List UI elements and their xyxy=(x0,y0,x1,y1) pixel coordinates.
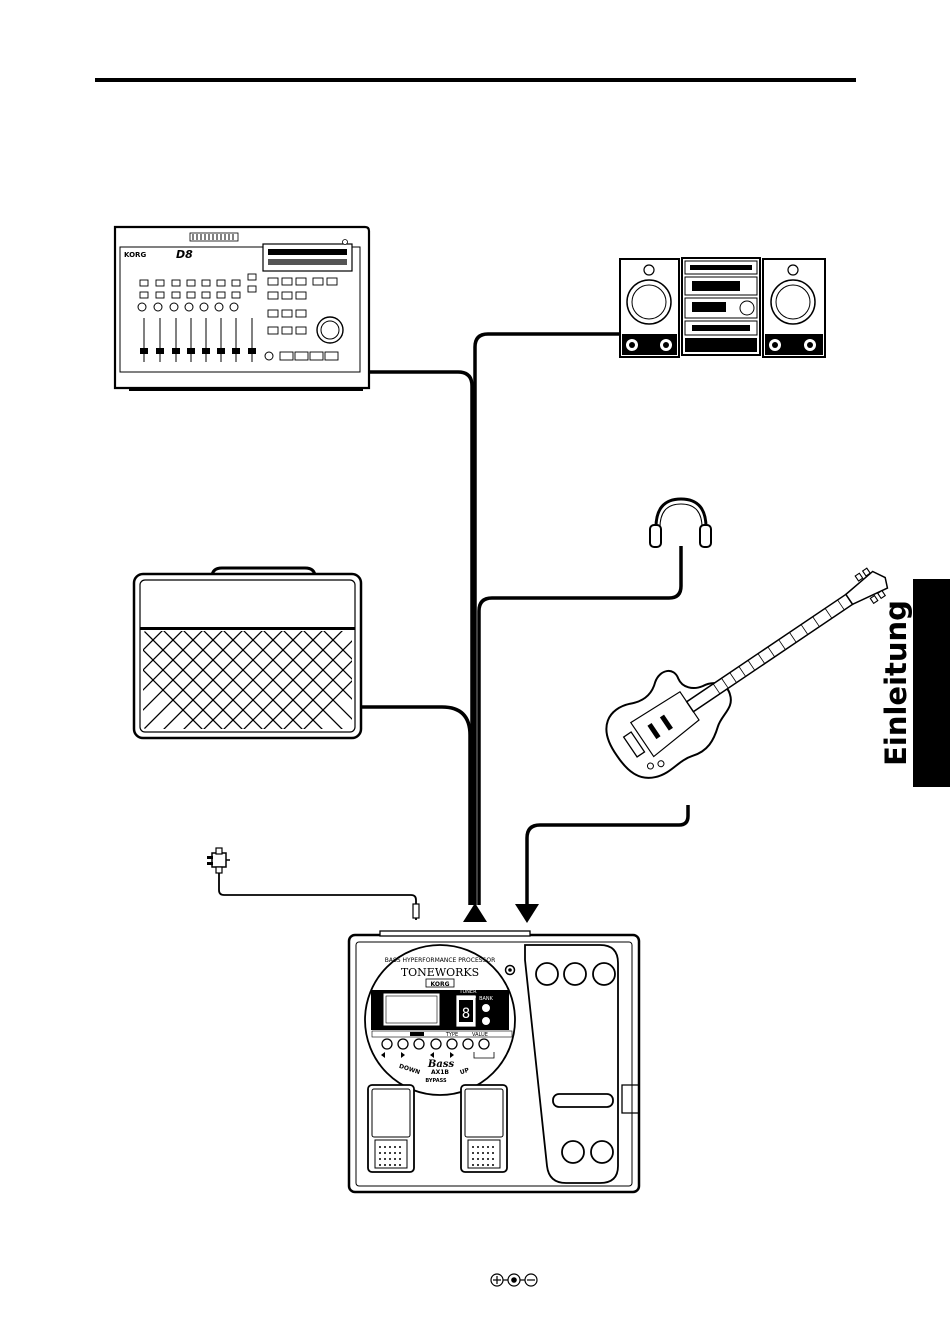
cable-amp xyxy=(360,707,470,905)
adapter-cable xyxy=(219,872,416,920)
processor-tuner-label: TUNER xyxy=(458,989,477,995)
processor-bank-label: BANK xyxy=(479,996,494,1002)
recorder-brand: KORG xyxy=(124,251,146,259)
output-arrow-icon xyxy=(463,903,487,922)
up-footswitch xyxy=(461,1085,507,1172)
processor-value-label: VALUE xyxy=(472,1032,488,1038)
cable-bass xyxy=(527,805,688,905)
bypass-label: BYPASS xyxy=(425,1078,447,1084)
toneworks-logo-sub: KORG xyxy=(430,981,449,988)
digital-recorder: KORG D8 xyxy=(115,227,369,391)
power-adapter xyxy=(207,848,419,918)
toneworks-logo: TONEWORKS xyxy=(401,966,479,979)
processor-model: AX1B xyxy=(431,1069,449,1076)
down-footswitch xyxy=(368,1085,414,1172)
processor-digit-display: 8 xyxy=(462,1006,470,1022)
cable-stereo xyxy=(475,334,620,905)
stereo-system xyxy=(620,258,825,357)
bass-guitar xyxy=(593,540,909,793)
cable-recorder xyxy=(368,372,472,905)
input-arrow-icon xyxy=(515,904,539,923)
headphones xyxy=(650,499,711,547)
dc-polarity-icon xyxy=(489,1270,541,1290)
recorder-model: D8 xyxy=(176,248,193,261)
bass-amplifier xyxy=(43,568,423,738)
cables xyxy=(360,334,688,905)
processor-subtitle: BASS HYPERFORMANCE PROCESSOR xyxy=(385,957,496,964)
effect-processor: BASS HYPERFORMANCE PROCESSOR TONEWORKS K… xyxy=(349,931,639,1192)
processor-type-label: TYPE xyxy=(445,1032,458,1038)
